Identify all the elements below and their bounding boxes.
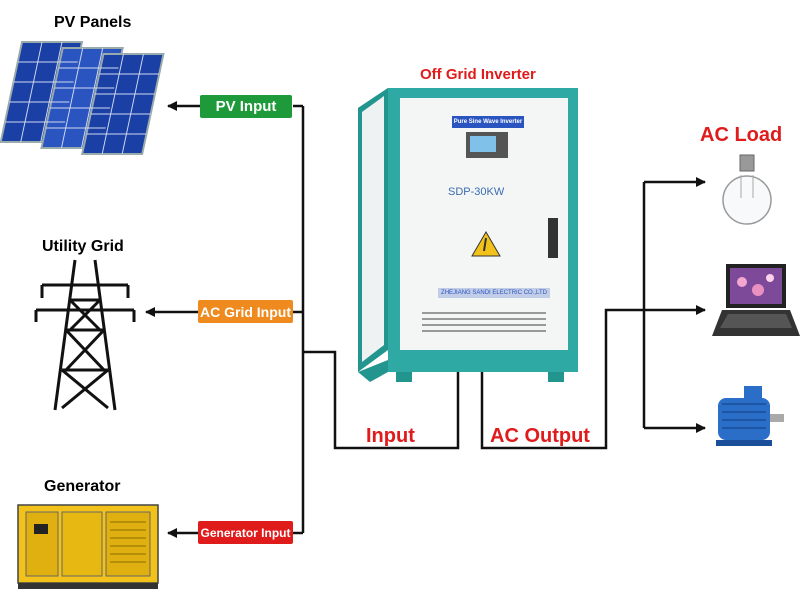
ac-grid-input-tag: AC Grid Input xyxy=(198,300,293,323)
generator-input-tag: Generator Input xyxy=(198,521,293,544)
ac-load-title: AC Load xyxy=(700,124,783,146)
light-bulb-icon xyxy=(722,154,772,225)
electric-motor-icon xyxy=(716,386,784,446)
inverter-model: SDP-30KW xyxy=(448,186,505,198)
pv-input-tag: PV Input xyxy=(200,95,292,118)
laptop-icon xyxy=(712,264,800,336)
pv-panels-label: PV Panels xyxy=(54,14,132,31)
input-label: Input xyxy=(366,425,415,447)
inverter-panel-label: Pure Sine Wave Inverter xyxy=(453,119,523,125)
inverter-maker: ZHEJIANG SANDI ELECTRIC CO.,LTD xyxy=(441,290,547,296)
inverter-title: Off Grid Inverter xyxy=(420,66,536,83)
utility-grid-label: Utility Grid xyxy=(42,238,124,255)
ac-output-label: AC Output xyxy=(490,425,590,447)
generator-label: Generator xyxy=(44,478,121,495)
